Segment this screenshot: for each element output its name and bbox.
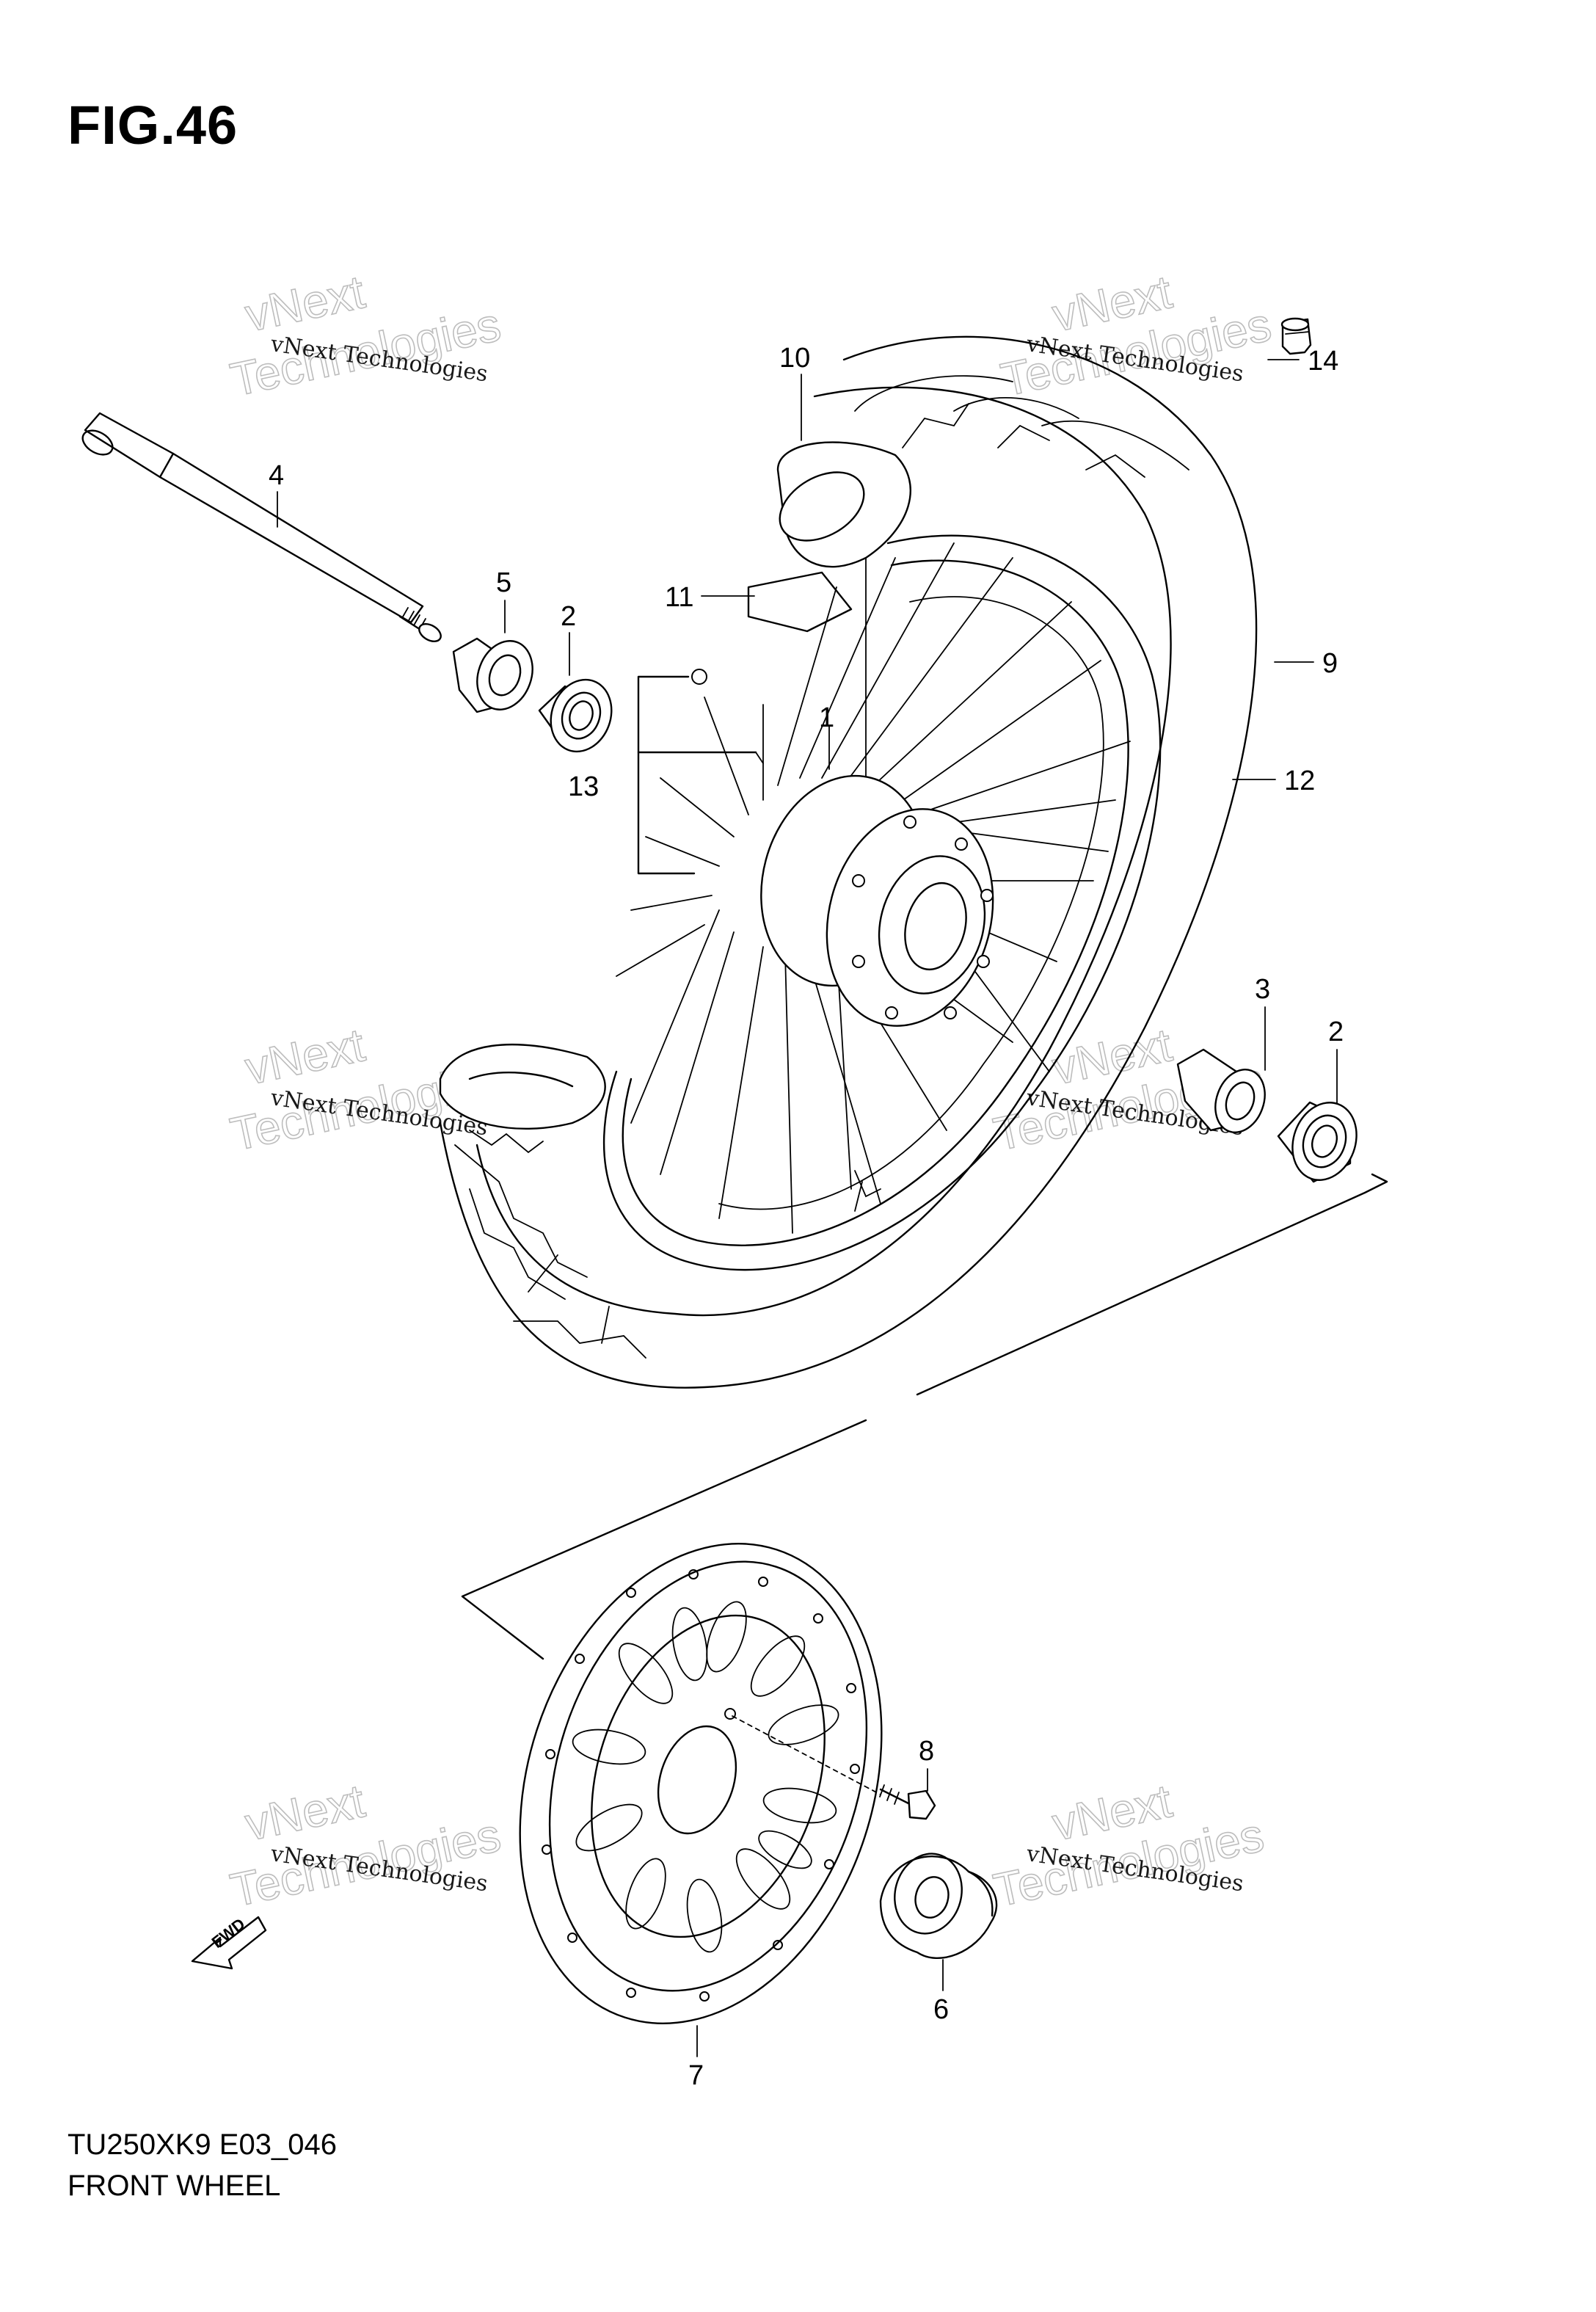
valve-cap-part-14 <box>1280 317 1312 355</box>
callout-6: 6 <box>933 1994 949 2025</box>
callout-1: 1 <box>819 702 834 733</box>
spoke-set-part-13 <box>637 675 764 875</box>
callout-7: 7 <box>688 2060 704 2091</box>
front-axle-part-4 <box>81 412 442 642</box>
watermark-bottom-right: vNext Technologies vNext Technologies <box>988 1773 1269 1917</box>
callout-labels: 1 2 2 3 4 5 6 7 8 9 10 11 12 13 14 <box>269 343 1344 2091</box>
callout-2-upper: 2 <box>561 601 576 632</box>
tire-cut-section-lower <box>439 1043 606 1130</box>
callout-8: 8 <box>919 1736 934 1767</box>
bearing-part-2-upper <box>538 678 613 753</box>
disc-bolt-part-8 <box>732 1715 936 1820</box>
spacer-part-5 <box>452 637 533 713</box>
hub-part-1 <box>760 774 994 1212</box>
callout-12: 12 <box>1284 766 1315 796</box>
watermark-top-right: vNext Technologies vNext Technologies <box>996 264 1276 407</box>
callout-14: 14 <box>1308 346 1338 377</box>
assembly-plane-outline <box>461 1173 1388 1660</box>
callout-11: 11 <box>665 582 693 613</box>
figure-title: FIG.46 <box>68 95 238 156</box>
watermark-bottom-left: vNext Technologies vNext Technologies <box>225 1773 506 1917</box>
disc-perimeter-holes <box>542 1569 860 2002</box>
bearing-part-2-lower <box>1277 1101 1358 1183</box>
callout-9: 9 <box>1322 648 1338 679</box>
callout-3: 3 <box>1255 974 1270 1005</box>
leader-lines <box>277 359 1338 2057</box>
model-code: TU250XK9 E03_046 <box>68 2129 337 2161</box>
brake-disc-part-7 <box>519 1543 883 2024</box>
speedometer-gearbox-part-6 <box>879 1853 998 1960</box>
callout-13: 13 <box>568 771 599 802</box>
callout-4: 4 <box>269 460 284 491</box>
spacer-part-3 <box>1176 1048 1266 1133</box>
rim-band-part-11 <box>747 571 853 633</box>
tire-part-9 <box>439 335 1258 1389</box>
forward-direction-arrow: FWD <box>191 1914 267 1970</box>
callout-5: 5 <box>496 567 511 598</box>
callout-10: 10 <box>779 343 810 374</box>
disc-cooling-slots <box>572 1601 839 1953</box>
figure-caption: FRONT WHEEL <box>68 2170 281 2202</box>
callout-2-lower: 2 <box>1328 1017 1344 1047</box>
tube-part-10 <box>776 441 912 568</box>
watermark-top-left: vNext Technologies vNext Technologies <box>225 264 506 407</box>
